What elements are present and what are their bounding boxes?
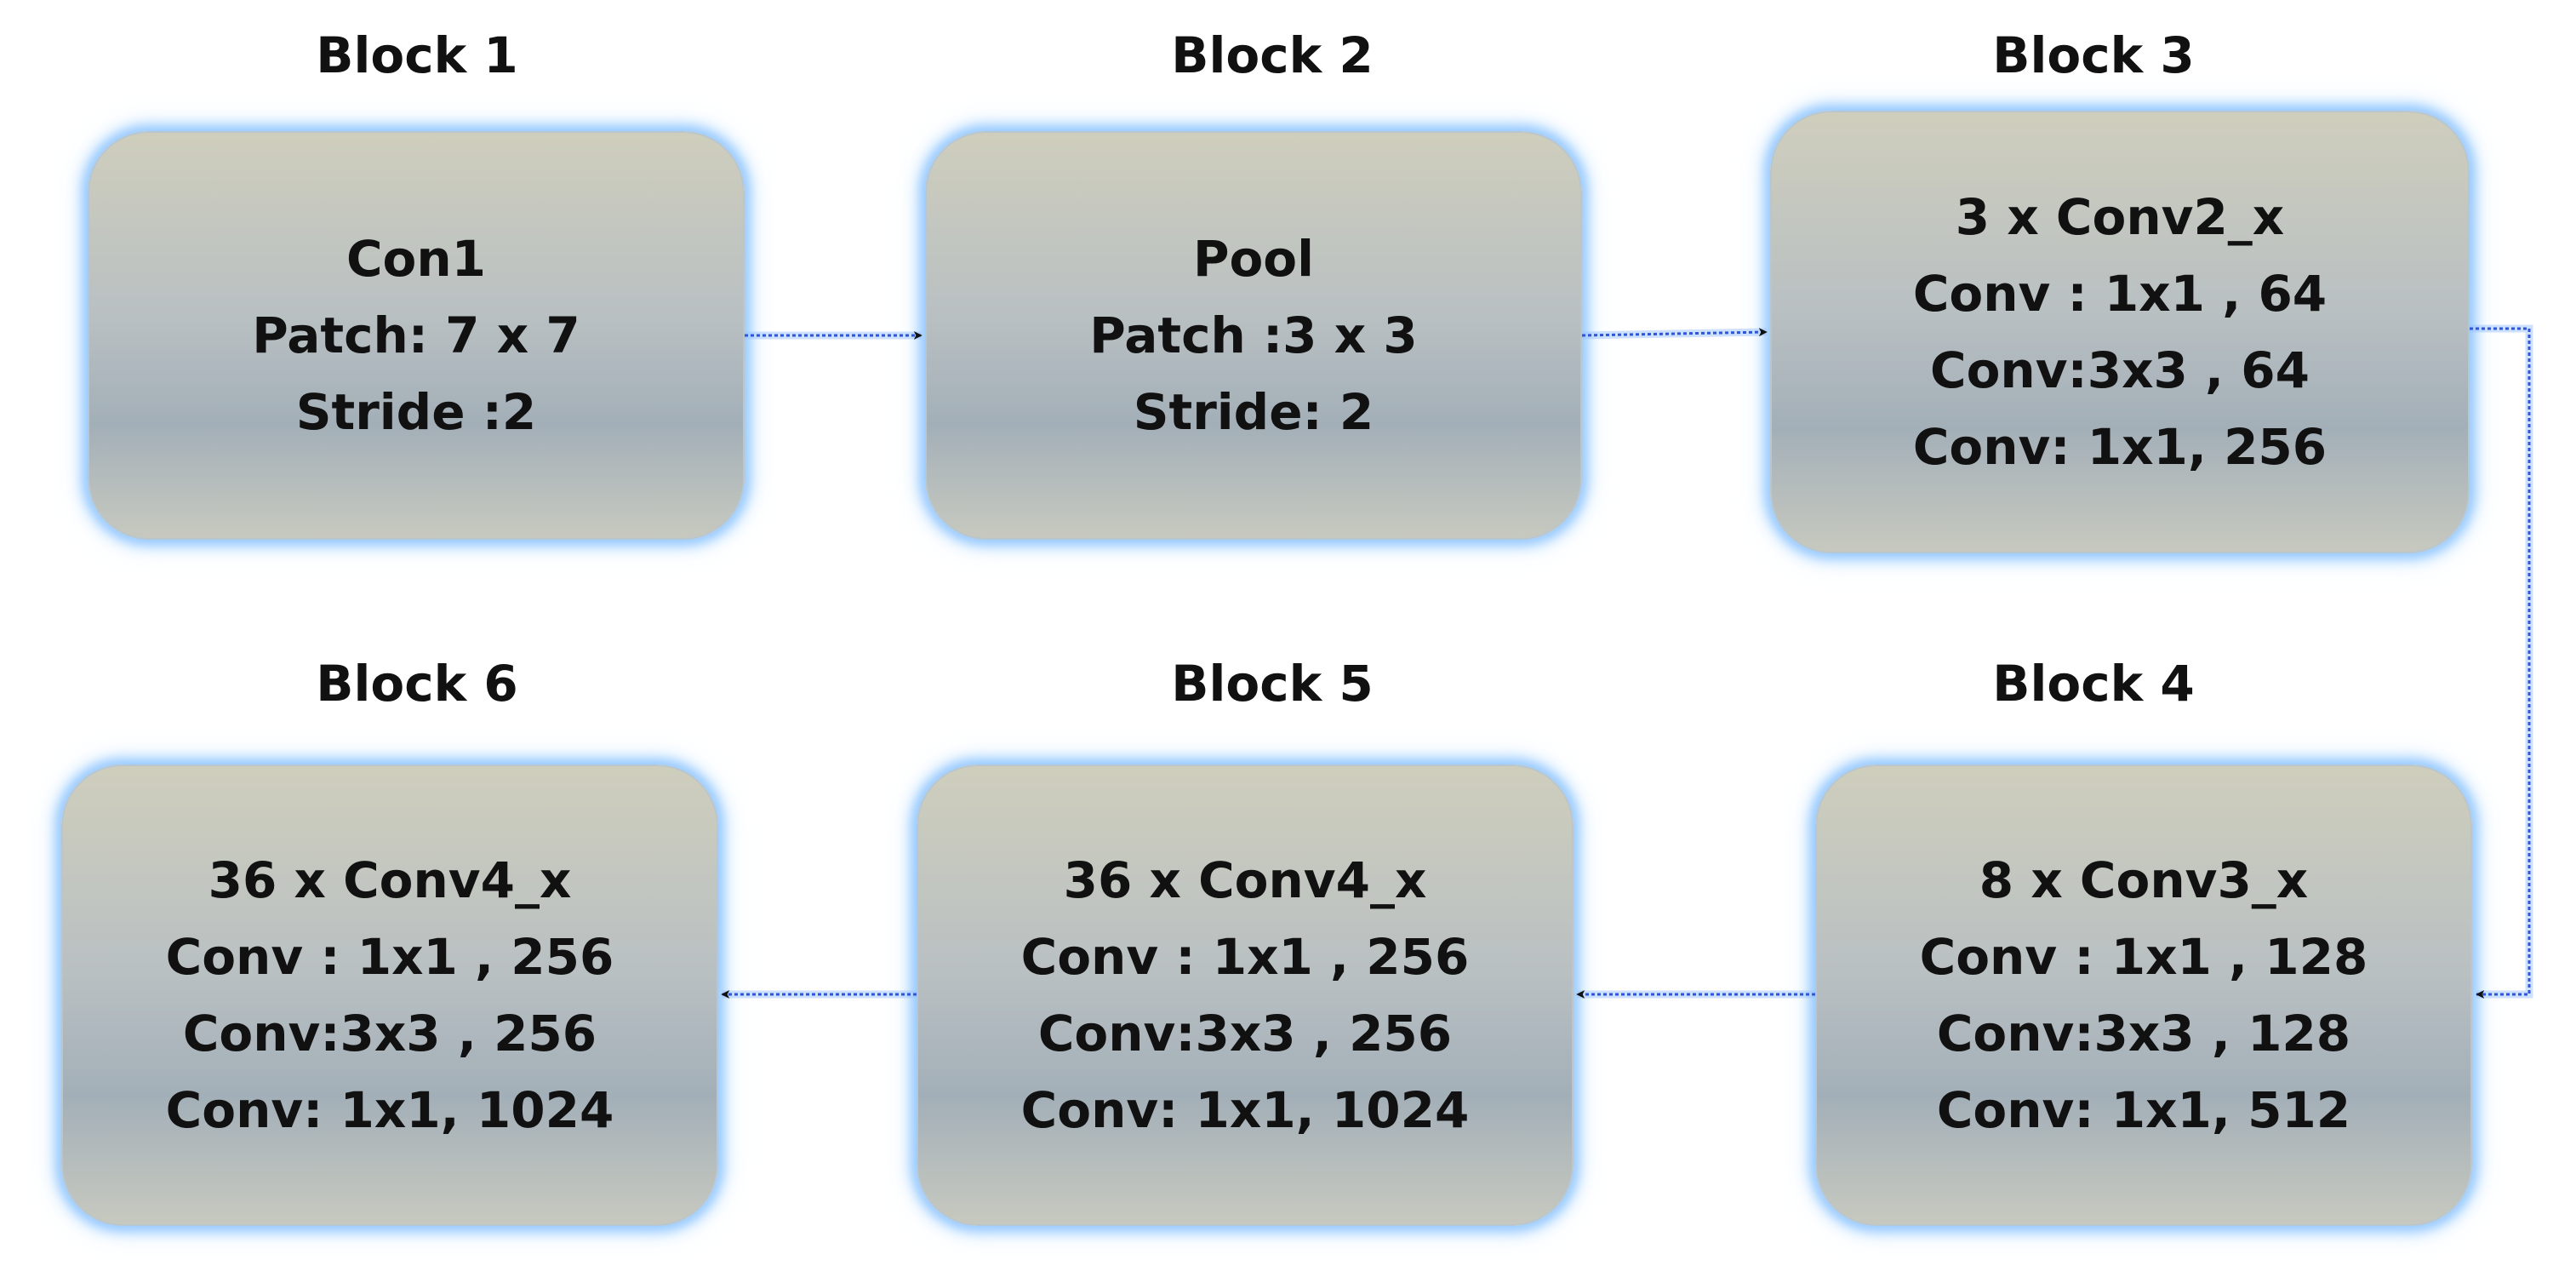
block-line: Pool xyxy=(1192,230,1315,288)
block-line: Conv:3x3 , 256 xyxy=(182,1005,597,1062)
connector-block2-to-block3 xyxy=(1581,328,1768,337)
block-line: Conv:3x3 , 64 xyxy=(1930,341,2310,399)
block-line: Conv : 1x1 , 128 xyxy=(1919,928,2368,986)
block-line: Stride :2 xyxy=(295,383,537,441)
block-line: 8 x Conv3_x xyxy=(1979,851,2309,909)
block-line: 36 x Conv4_x xyxy=(208,851,572,909)
block-line: Conv : 1x1 , 64 xyxy=(1912,265,2328,323)
block-title: Block 1 xyxy=(316,26,518,84)
block-line: Conv : 1x1 , 256 xyxy=(1020,928,1470,986)
block-title: Block 6 xyxy=(316,655,518,713)
block-line: Con1 xyxy=(346,230,487,288)
block-node: Pool Patch :3 x 3 Stride: 2 xyxy=(925,131,1582,540)
block-line: 36 x Conv4_x xyxy=(1063,851,1427,909)
block-node: 8 x Conv3_x Conv : 1x1 , 128 Conv:3x3 , … xyxy=(1815,764,2472,1226)
block-title: Block 5 xyxy=(1171,655,1374,713)
block-line: Conv: 1x1, 1024 xyxy=(165,1081,614,1139)
block-line: Conv:3x3 , 256 xyxy=(1037,1005,1453,1062)
block-line: Conv:3x3 , 128 xyxy=(1936,1005,2351,1062)
block-node: Con1 Patch: 7 x 7 Stride :2 xyxy=(88,131,745,540)
block-line: Stride: 2 xyxy=(1133,383,1374,441)
block-line: Patch :3 x 3 xyxy=(1089,306,1418,364)
connector-block2-to-block3-glow xyxy=(1581,328,1768,340)
block-title: Block 3 xyxy=(1992,26,2195,84)
connector-block3-to-block4 xyxy=(2470,327,2531,999)
block-node: 36 x Conv4_x Conv : 1x1 , 256 Conv:3x3 ,… xyxy=(61,764,718,1226)
block-title: Block 2 xyxy=(1171,26,1374,84)
block-line: Conv : 1x1 , 256 xyxy=(165,928,614,986)
block-node: 36 x Conv4_x Conv : 1x1 , 256 Conv:3x3 ,… xyxy=(917,764,1574,1226)
block-line: Conv: 1x1, 1024 xyxy=(1020,1081,1470,1139)
block-title: Block 4 xyxy=(1992,655,2195,713)
block-line: Conv: 1x1, 512 xyxy=(1936,1081,2351,1139)
block-line: Conv: 1x1, 256 xyxy=(1912,418,2328,476)
block-node: 3 x Conv2_x Conv : 1x1 , 64 Conv:3x3 , 6… xyxy=(1770,111,2470,553)
block-line: 3 x Conv2_x xyxy=(1955,188,2285,246)
connector-block3-to-block4-glow xyxy=(2470,324,2533,999)
block-line: Patch: 7 x 7 xyxy=(252,306,580,364)
